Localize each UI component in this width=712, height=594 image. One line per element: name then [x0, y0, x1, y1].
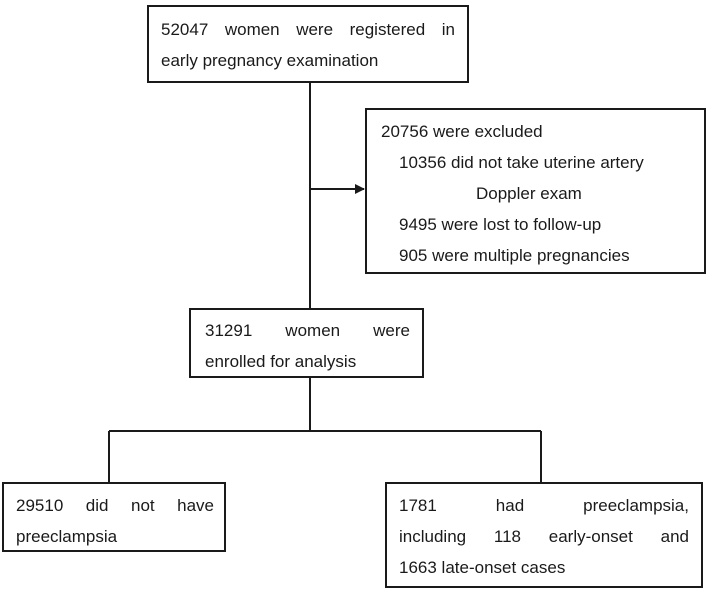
excluded-title: 20756 were excluded: [381, 122, 543, 141]
excluded-item-multiple: 905 were multiple pregnancies: [399, 246, 630, 265]
preeclampsia-line-1: 1781 had preeclampsia,: [399, 496, 689, 515]
registered-line-2: early pregnancy examination: [161, 51, 379, 70]
preeclampsia-box: 1781 had preeclampsia, including 118 ear…: [385, 482, 703, 588]
excluded-item-lost: 9495 were lost to follow-up: [399, 215, 602, 234]
no-preeclampsia-line-1: 29510 did not have: [16, 496, 214, 515]
registered-box: 52047 women were registered in early pre…: [147, 5, 469, 83]
registered-line-1: 52047 women were registered in: [161, 20, 455, 39]
no-preeclampsia-box: 29510 did not have preeclampsia: [2, 482, 226, 552]
excluded-item-no-doppler: 10356 did not take uterine artery: [399, 153, 644, 172]
excluded-item-no-doppler-cont: Doppler exam: [476, 184, 582, 203]
enrolled-box: 31291 women were enrolled for analysis: [189, 308, 424, 378]
enrolled-line-1: 31291 women were: [205, 321, 410, 340]
excluded-box: 20756 were excluded 10356 did not take u…: [365, 108, 706, 274]
preeclampsia-line-2: including 118 early-onset and: [399, 527, 689, 546]
enrolled-line-2: enrolled for analysis: [205, 352, 357, 371]
preeclampsia-line-3: 1663 late-onset cases: [399, 558, 566, 577]
no-preeclampsia-line-2: preeclampsia: [16, 527, 118, 546]
